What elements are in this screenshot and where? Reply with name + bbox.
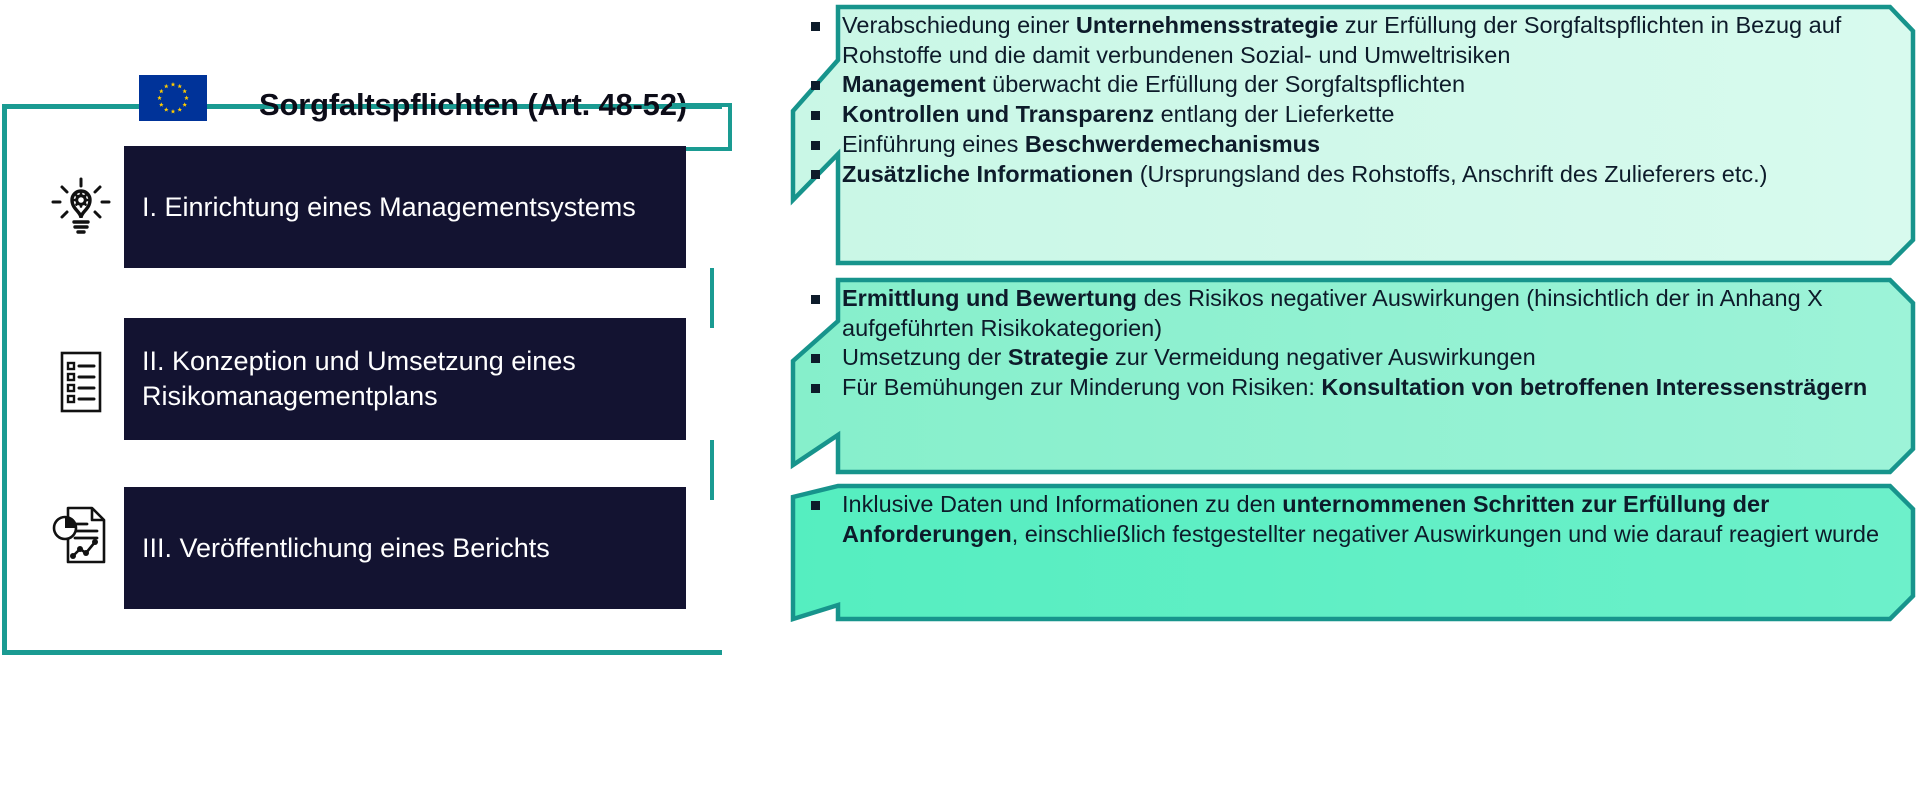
square-bullet-icon [811, 500, 820, 510]
page-title: Sorgfaltspflichten (Art. 48-52) [259, 87, 687, 122]
callout-3-list: Inklusive Daten und Informationen zu den… [811, 490, 1880, 549]
square-bullet-icon [811, 354, 820, 364]
header-connector-foot [686, 147, 732, 151]
square-bullet-icon [811, 294, 820, 304]
list-item: Zusätzliche Informationen (Ursprungsland… [811, 160, 1880, 190]
step3-connector-vertical [710, 440, 714, 500]
callout-1-item-4: Einführung eines Beschwerdemechanismus [842, 130, 1321, 157]
list-item: Inklusive Daten und Informationen zu den… [811, 490, 1880, 549]
header-connector-horizontal [672, 103, 732, 107]
square-bullet-icon [811, 170, 820, 180]
bracket-bottom-arm [2, 650, 722, 655]
callout-box-1: Verabschiedung einer Unternehmensstrateg… [790, 4, 1916, 266]
callout-2-content: Ermittlung und Bewertung des Risikos neg… [790, 284, 1902, 403]
step-box-1[interactable]: I. Einrichtung eines Managementsystems [124, 146, 686, 268]
list-item: Für Bemühungen zur Minderung von Risiken… [811, 373, 1880, 403]
callout-1-item-2: Management überwacht die Erfüllung der S… [842, 71, 1466, 98]
eu-flag-icon [139, 75, 207, 121]
callout-1-list: Verabschiedung einer Unternehmensstrateg… [811, 11, 1880, 190]
callout-box-3: Inklusive Daten und Informationen zu den… [790, 483, 1916, 622]
callout-1-content: Verabschiedung einer Unternehmensstrateg… [790, 11, 1902, 189]
square-bullet-icon [811, 140, 820, 150]
callout-2-list: Ermittlung und Bewertung des Risikos neg… [811, 284, 1880, 403]
bracket-vertical [2, 104, 7, 655]
step-box-3-label: III. Veröffentlichung eines Berichts [142, 532, 550, 563]
checklist-icon [46, 347, 116, 417]
bracket-top-arm [2, 104, 722, 109]
callout-1-item-1: Verabschiedung einer Unternehmensstrateg… [842, 12, 1842, 68]
callout-2-item-2: Umsetzung der Strategie zur Vermeidung n… [842, 344, 1536, 371]
lightbulb-gear-icon [46, 172, 116, 242]
callout-box-2: Ermittlung und Bewertung des Risikos neg… [790, 277, 1916, 475]
step-box-1-label: I. Einrichtung eines Managementsystems [142, 191, 636, 222]
callout-1-item-3: Kontrollen und Transparenz entlang der L… [842, 101, 1395, 128]
square-bullet-icon [811, 383, 820, 393]
step2-connector-vertical [710, 268, 714, 328]
square-bullet-icon [811, 110, 820, 120]
list-item: Verabschiedung einer Unternehmensstrateg… [811, 11, 1880, 70]
step-box-2-label: II. Konzeption und Umsetzung eines Risik… [142, 346, 576, 411]
report-chart-icon [46, 500, 116, 570]
callout-3-content: Inklusive Daten und Informationen zu den… [790, 490, 1902, 549]
list-item: Management überwacht die Erfüllung der S… [811, 70, 1880, 100]
callout-3-item-1: Inklusive Daten und Informationen zu den… [842, 491, 1880, 547]
list-item: Ermittlung und Bewertung des Risikos neg… [811, 284, 1880, 343]
left-bracket [2, 104, 722, 655]
list-item: Einführung eines Beschwerdemechanismus [811, 130, 1880, 160]
step-box-2[interactable]: II. Konzeption und Umsetzung eines Risik… [124, 318, 686, 440]
list-item: Umsetzung der Strategie zur Vermeidung n… [811, 343, 1880, 373]
header-connector-vertical [728, 103, 732, 151]
list-item: Kontrollen und Transparenz entlang der L… [811, 100, 1880, 130]
square-bullet-icon [811, 21, 820, 31]
square-bullet-icon [811, 81, 820, 91]
callout-2-item-3: Für Bemühungen zur Minderung von Risiken… [842, 374, 1868, 401]
callout-1-item-5: Zusätzliche Informationen (Ursprungsland… [842, 160, 1768, 187]
step-box-3[interactable]: III. Veröffentlichung eines Berichts [124, 487, 686, 609]
callout-2-item-1: Ermittlung und Bewertung des Risikos neg… [842, 285, 1823, 341]
